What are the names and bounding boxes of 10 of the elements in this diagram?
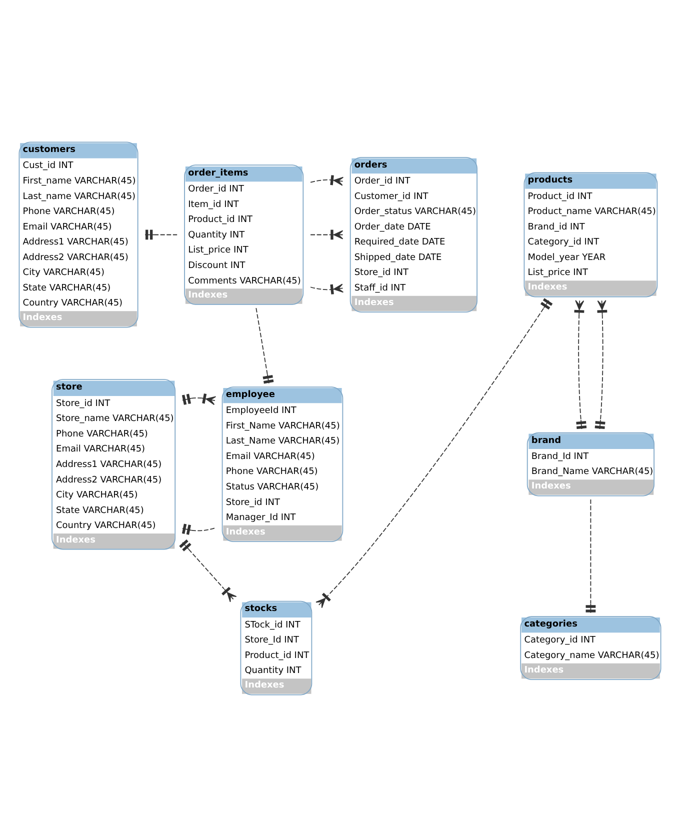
connector [310,283,344,294]
connector [179,538,237,602]
connector [316,298,553,608]
connector [256,307,274,384]
connector [310,229,344,240]
connector [182,392,216,405]
connector [310,174,344,186]
connector [574,300,587,429]
connector [594,300,608,429]
connector [182,523,216,534]
